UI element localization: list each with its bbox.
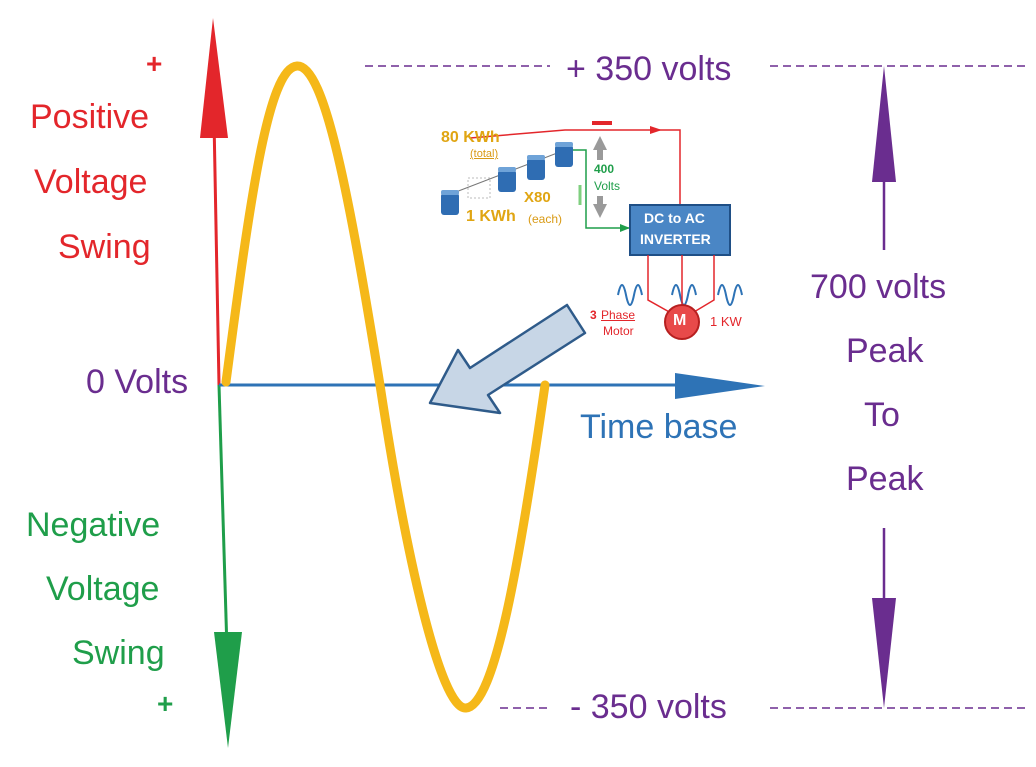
negative-label-line2: Voltage bbox=[46, 570, 160, 608]
red-current-mark bbox=[592, 121, 612, 125]
motor-circle bbox=[664, 304, 700, 340]
motor-phase-word: Phase bbox=[601, 308, 636, 322]
peak-to-peak-value: 700 volts bbox=[810, 268, 947, 306]
positive-label-line3: Swing bbox=[58, 228, 151, 266]
peak-arrow-up-head bbox=[872, 66, 896, 182]
negative-plus-sign: + bbox=[157, 688, 174, 719]
voltage-up-arrow bbox=[593, 136, 607, 160]
red-wire bbox=[469, 129, 681, 205]
red-wire-arrow bbox=[650, 126, 662, 134]
peak-word-1: Peak bbox=[846, 332, 924, 370]
peak-word-2: Peak bbox=[846, 460, 924, 498]
voltage-down-arrow bbox=[593, 196, 607, 218]
inverter-label-line1: DC to AC bbox=[644, 210, 705, 226]
total-note-label: (total) bbox=[470, 148, 499, 160]
positive-arrow-head bbox=[200, 18, 228, 138]
zero-volts-label: 0 Volts bbox=[86, 363, 189, 401]
phase-wave bbox=[671, 284, 697, 306]
positive-axis-line bbox=[212, 119, 221, 386]
positive-plus-sign: + bbox=[146, 48, 163, 79]
battery-cell bbox=[555, 142, 573, 167]
top-level-label: + 350 volts bbox=[566, 50, 732, 88]
battery-voltage-unit: Volts bbox=[594, 179, 621, 193]
pointer-arrow bbox=[428, 303, 587, 415]
phase-wave bbox=[617, 284, 643, 306]
positive-label-line2: Voltage bbox=[34, 163, 148, 201]
to-word: To bbox=[864, 396, 900, 434]
time-base-label: Time base bbox=[580, 408, 738, 446]
each-energy-label: 1 KWh bbox=[466, 208, 516, 225]
ac-sine-wave bbox=[221, 61, 550, 713]
green-wire-arrow bbox=[620, 224, 630, 232]
cell-count-label: X80 bbox=[524, 189, 551, 206]
battery-cell bbox=[498, 167, 516, 192]
total-energy-label: 80 KWh bbox=[441, 129, 500, 146]
battery-cell bbox=[527, 155, 545, 180]
peak-arrow-down-head bbox=[872, 598, 896, 708]
bottom-level-label: - 350 volts bbox=[570, 688, 727, 726]
inverter-label-line2: INVERTER bbox=[640, 231, 711, 247]
motor-phase-number: 3 bbox=[590, 308, 597, 322]
inverter-box bbox=[629, 204, 731, 256]
ev-powertrain-inset bbox=[441, 121, 743, 340]
motor-power-label: 1 KW bbox=[710, 314, 742, 329]
time-axis-arrow-head bbox=[675, 373, 765, 399]
negative-arrow-head bbox=[214, 632, 242, 748]
battery-grid bbox=[467, 177, 491, 199]
negative-label-line1: Negative bbox=[26, 506, 161, 544]
each-note-label: (each) bbox=[528, 212, 563, 226]
negative-axis-line bbox=[217, 384, 229, 651]
positive-label-line1: Positive bbox=[30, 98, 150, 136]
battery-cell bbox=[441, 190, 459, 215]
battery-voltage-value: 400 bbox=[594, 162, 615, 176]
motor-word: Motor bbox=[603, 324, 634, 338]
negative-label-line3: Swing bbox=[72, 634, 165, 672]
phase-wave bbox=[717, 284, 743, 306]
motor-symbol: M bbox=[673, 312, 687, 329]
